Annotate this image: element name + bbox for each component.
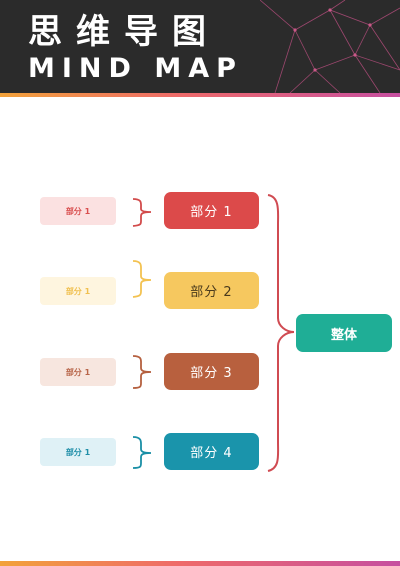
header-banner: 思维导图 MIND MAP — [0, 0, 400, 93]
branch-node-label: 部分 2 — [190, 285, 233, 300]
footer-accent-bar — [0, 561, 400, 566]
leaf-node-2: 部分 1 — [40, 277, 116, 305]
leaf-node-3: 部分 1 — [40, 358, 116, 386]
page-subtitle: MIND MAP — [28, 53, 243, 84]
leaf-node-4: 部分 1 — [40, 438, 116, 466]
branch-2-brace — [132, 260, 152, 298]
header-accent-bar — [0, 93, 400, 97]
page-title: 思维导图 — [28, 12, 220, 52]
leaf-node-label: 部分 1 — [65, 447, 91, 457]
leaf-node-label: 部分 1 — [65, 367, 91, 377]
branch-node-4: 部分 4 — [164, 433, 259, 470]
branch-node-label: 部分 3 — [190, 366, 233, 381]
leaf-node-label: 部分 1 — [65, 286, 91, 296]
leaf-node-label: 部分 1 — [65, 206, 91, 216]
branch-4-brace — [132, 436, 152, 469]
root-node-label: 整体 — [330, 327, 357, 343]
branch-node-3: 部分 3 — [164, 353, 259, 390]
branch-node-1: 部分 1 — [164, 192, 259, 229]
branch-node-label: 部分 1 — [190, 205, 233, 220]
polygon-mesh-decoration — [260, 0, 400, 93]
root-brace — [267, 194, 295, 472]
branch-node-label: 部分 4 — [190, 446, 233, 461]
branch-node-2: 部分 2 — [164, 272, 259, 309]
leaf-node-1: 部分 1 — [40, 197, 116, 225]
branch-1-brace — [132, 198, 152, 227]
root-node: 整体 — [296, 314, 392, 352]
branch-3-brace — [132, 355, 152, 389]
